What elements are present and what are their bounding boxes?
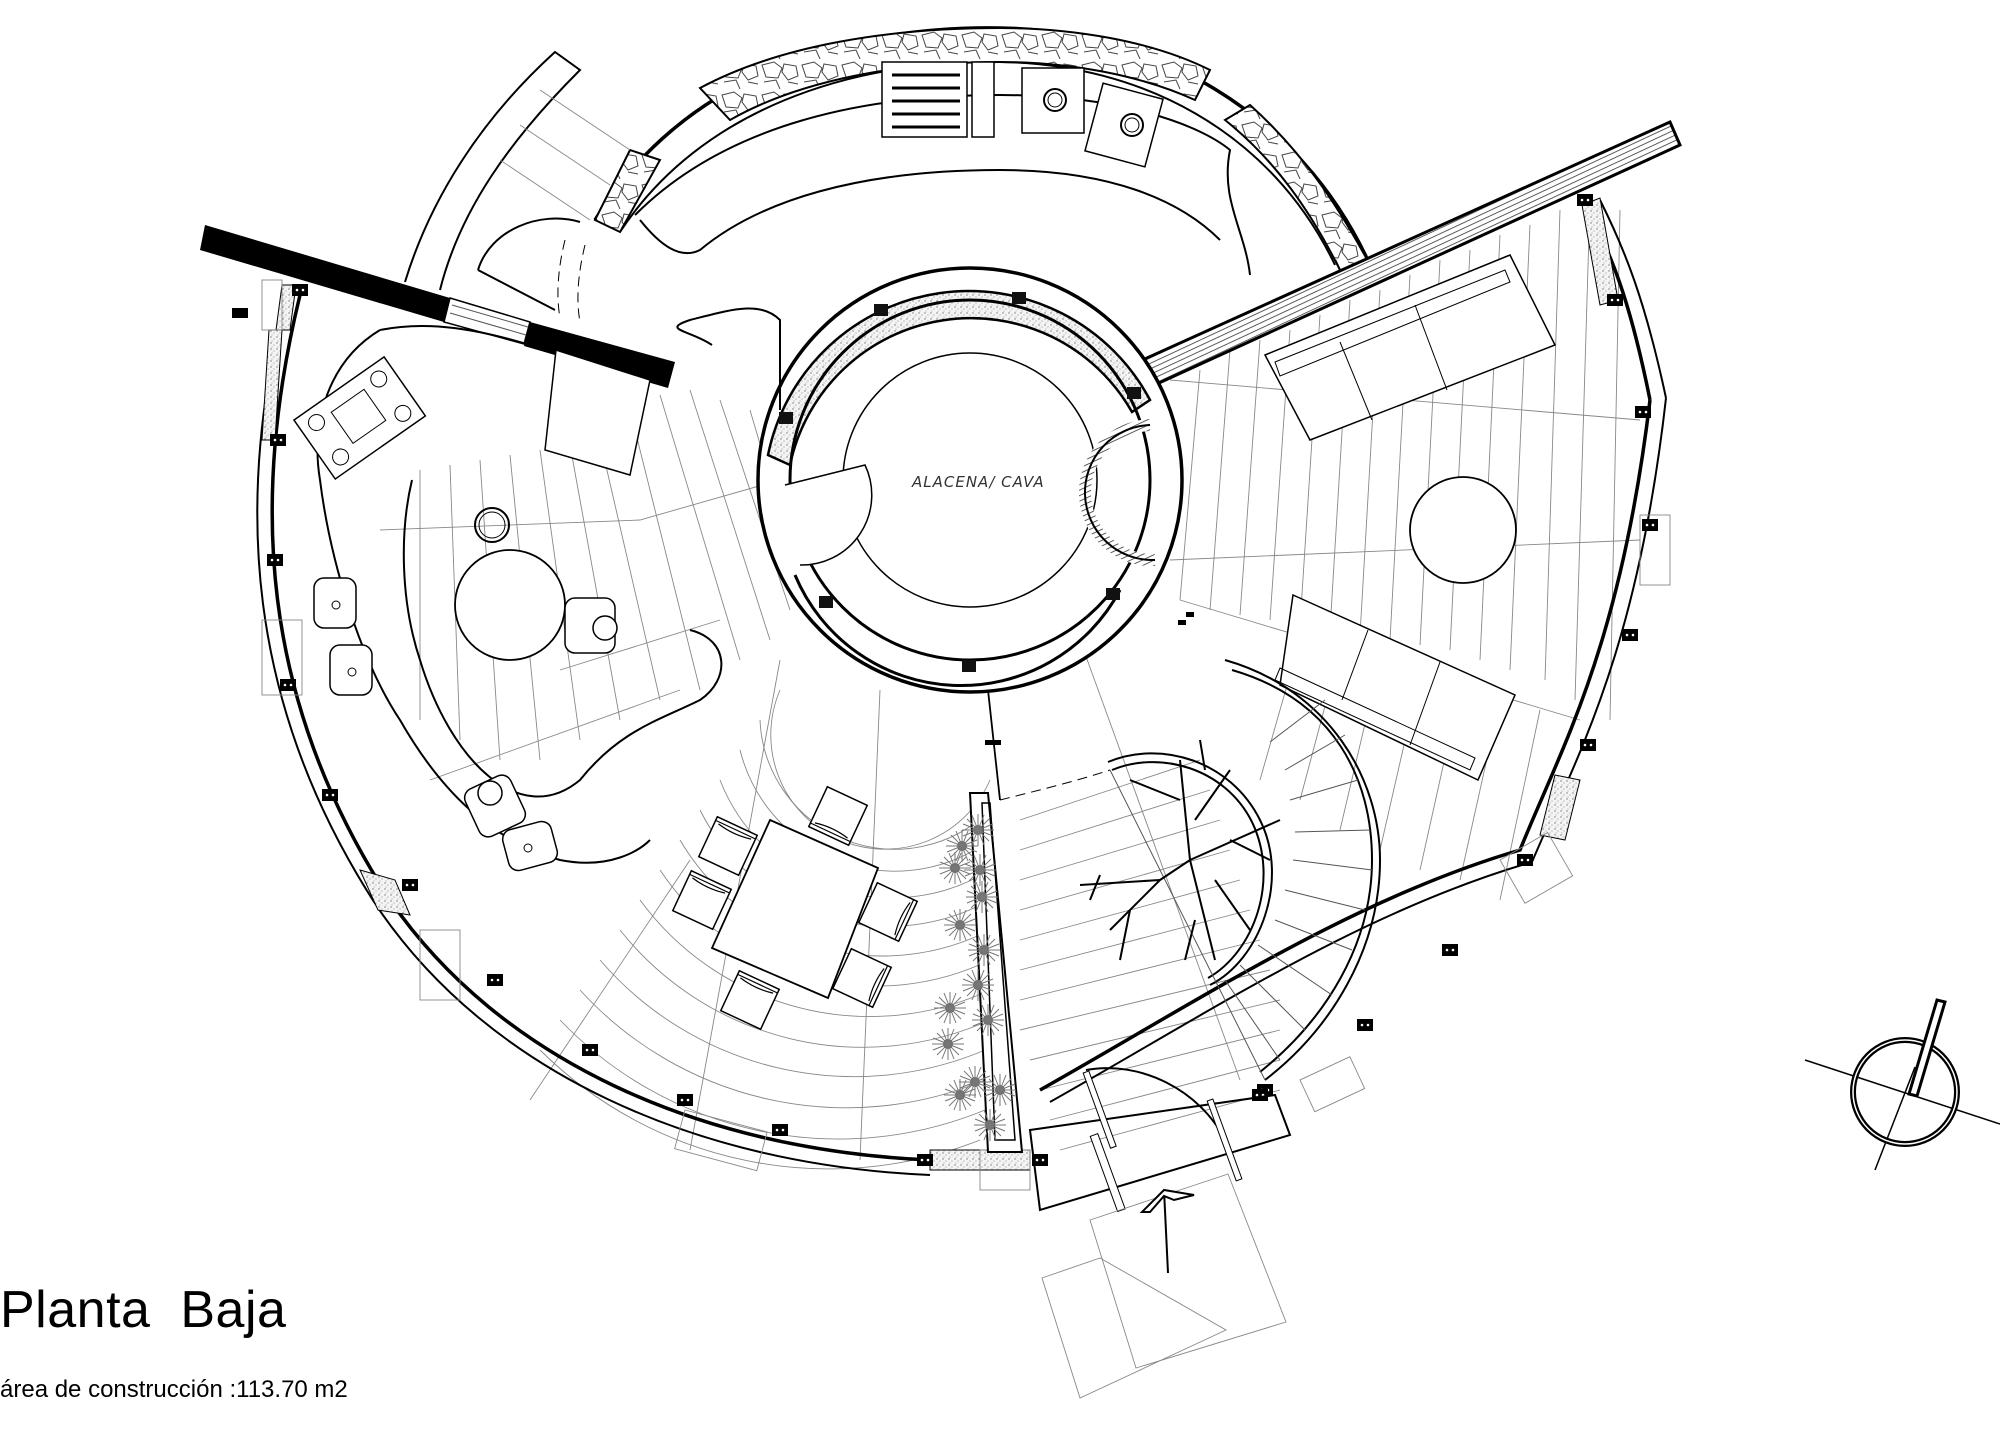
exterior-wall — [256, 194, 1671, 1191]
kitchen-north-wall — [593, 26, 1372, 276]
construction-area-label: área de construcción :113.70 m2 — [0, 1376, 348, 1403]
pantry-core: ALACENA/ CAVA — [756, 266, 1184, 694]
dining-area — [672, 689, 1024, 1153]
living-area — [1178, 254, 1557, 782]
entry-arrow-icon — [1139, 1188, 1195, 1274]
north-arrow-icon — [1804, 998, 2000, 1171]
spiral-stair — [999, 659, 1382, 1081]
pantry-label: ALACENA/ CAVA — [911, 473, 1045, 491]
diagonal-walls — [200, 50, 1682, 476]
entry — [1028, 1067, 1292, 1399]
kitchen-counter — [292, 307, 781, 872]
drawing-title: Planta Baja — [0, 1281, 287, 1339]
